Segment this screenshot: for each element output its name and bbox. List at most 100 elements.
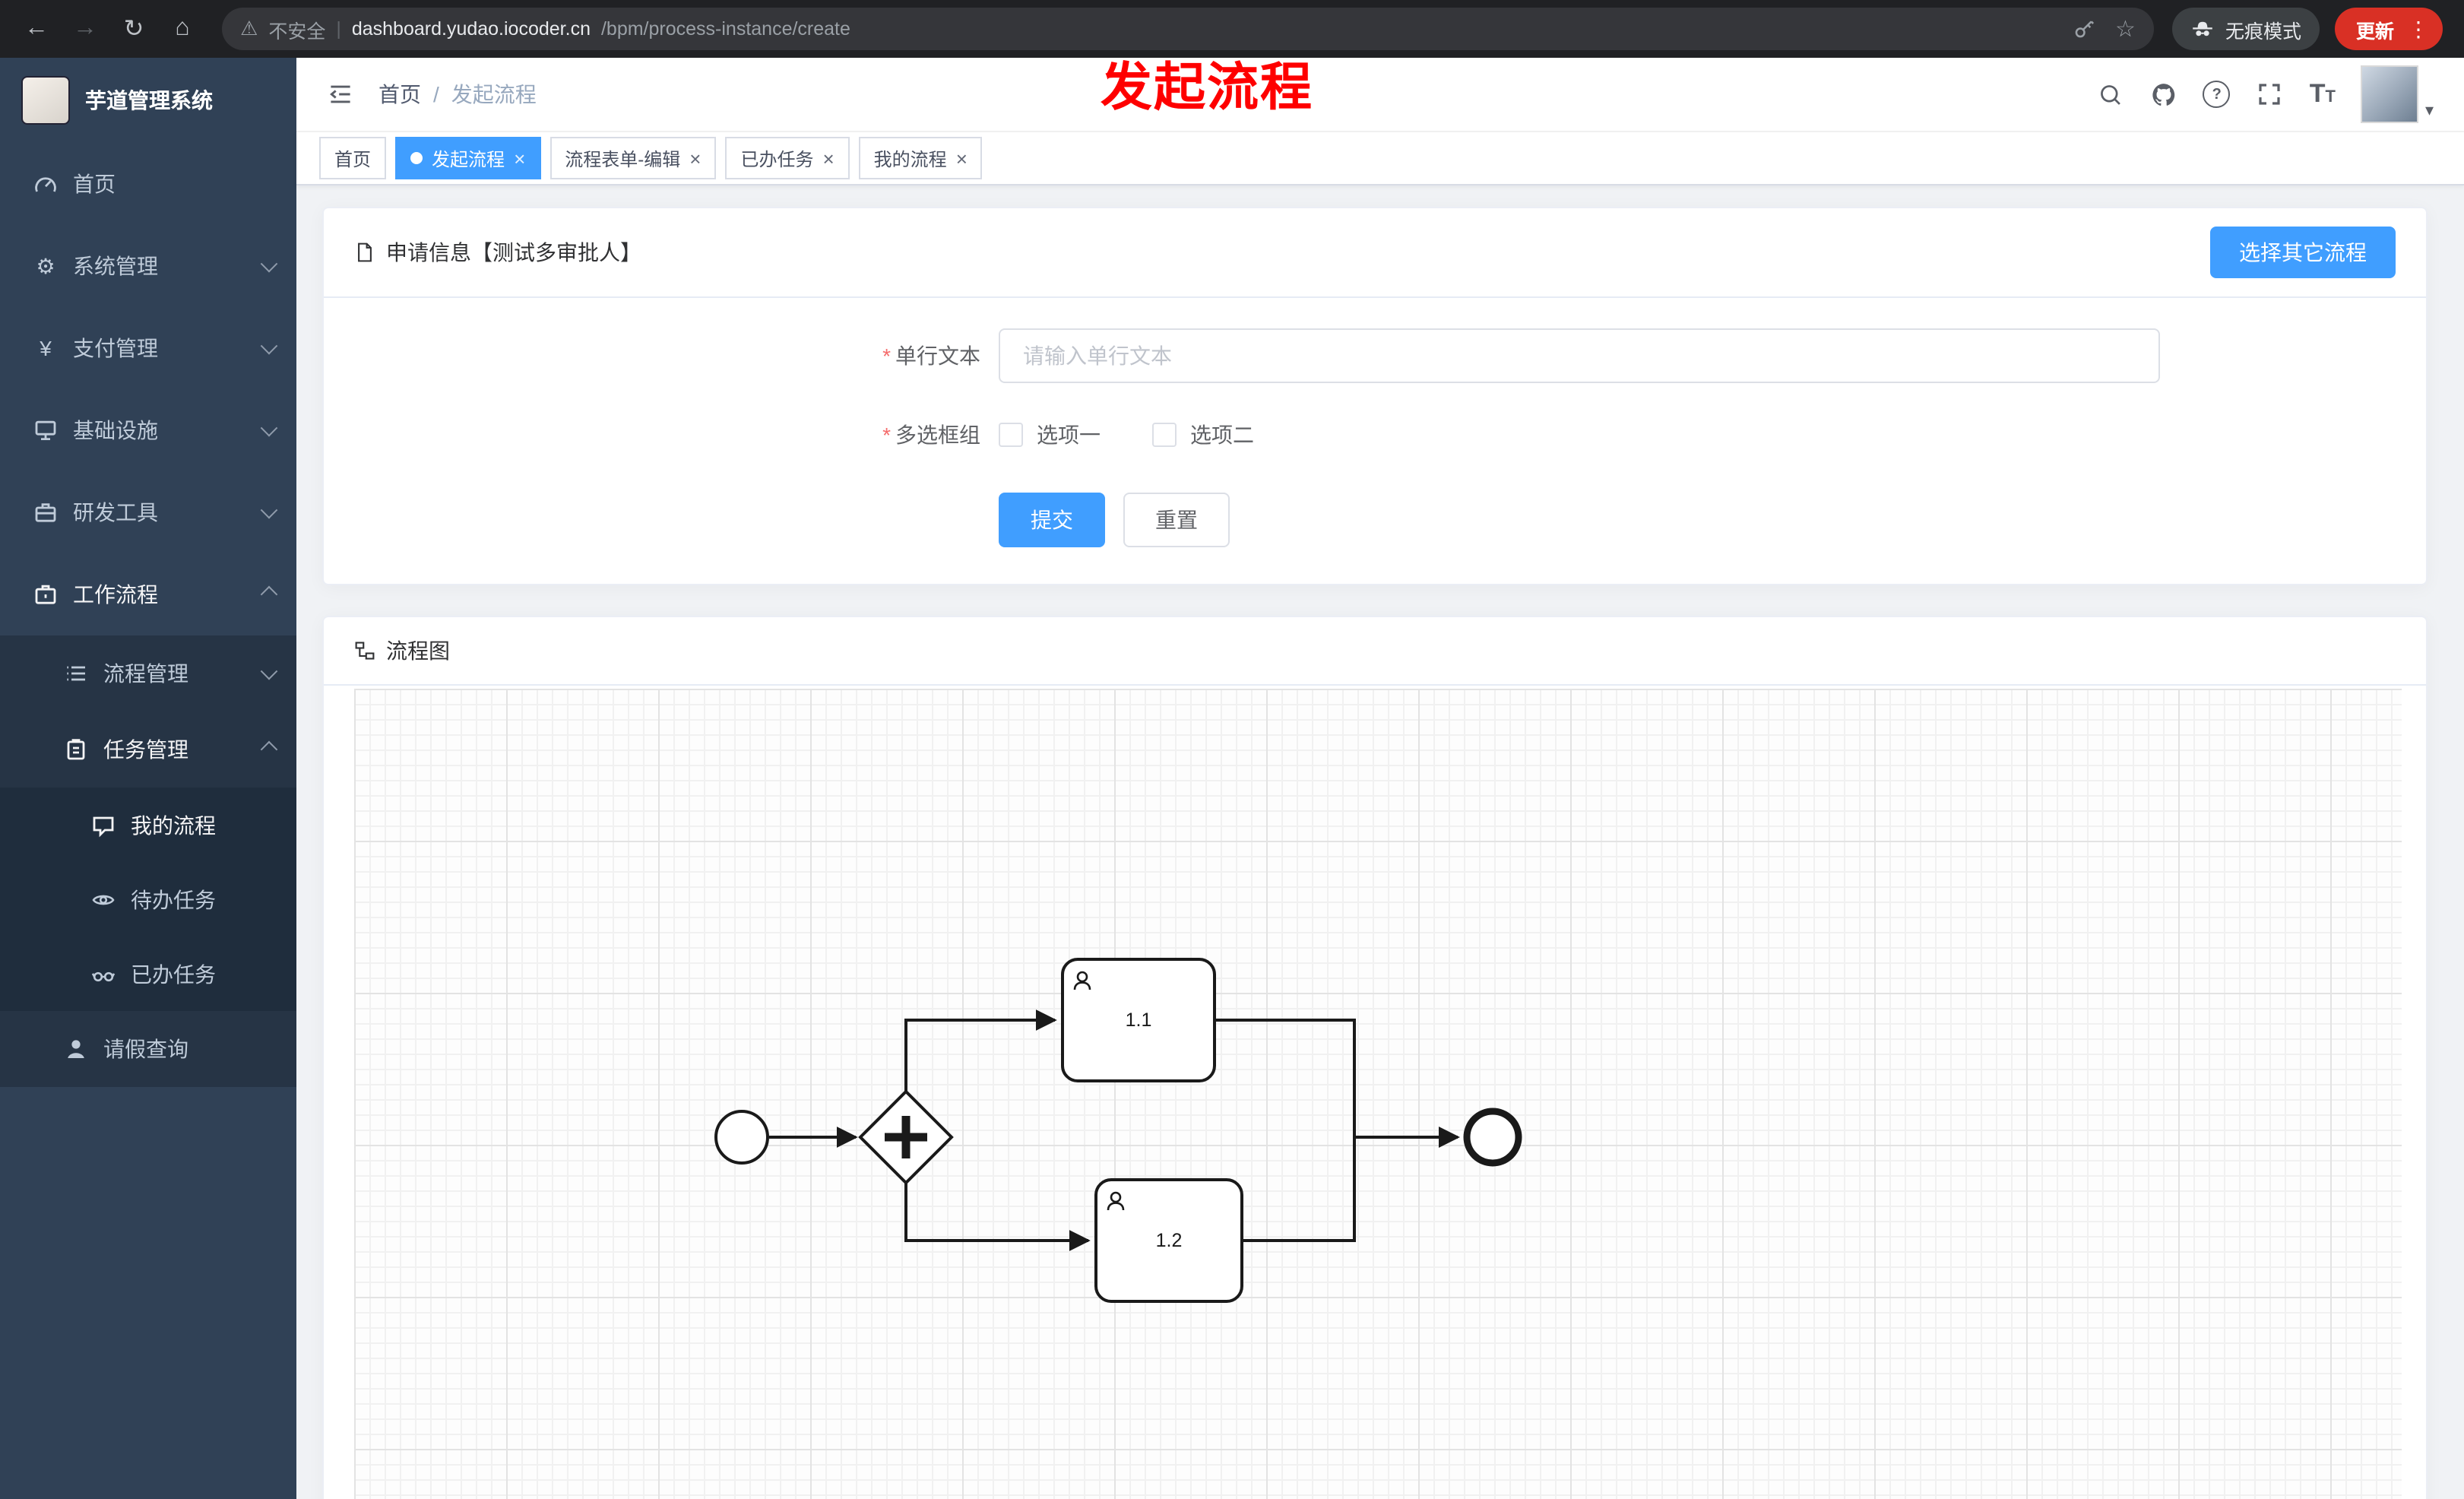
help-icon[interactable]: ? (2203, 81, 2231, 108)
checkbox-option-1[interactable]: 选项一 (999, 420, 1101, 450)
chevron-up-icon (260, 740, 278, 759)
url-path: /bpm/process-instance/create (600, 18, 850, 40)
start-event[interactable] (714, 1110, 769, 1165)
eye-icon (92, 894, 115, 905)
forward-icon[interactable]: → (73, 15, 97, 41)
chevron-down-icon (260, 337, 278, 355)
chevron-down-icon (260, 419, 278, 437)
flow-gateway-to-task2[interactable] (904, 1183, 1091, 1251)
avatar[interactable] (2361, 65, 2419, 123)
tab-home[interactable]: 首页 (319, 137, 387, 179)
flowchart-icon (355, 642, 375, 660)
home-icon[interactable]: ⌂ (175, 15, 190, 41)
dashboard-icon (35, 177, 56, 192)
end-event[interactable] (1463, 1108, 1522, 1167)
flow-task2-to-end[interactable] (1242, 1127, 1460, 1242)
task-label: 1.1 (1126, 1009, 1152, 1031)
chevron-down-icon (260, 255, 278, 273)
gear-icon: ⚙ (36, 253, 55, 277)
sidebar-item-home[interactable]: 首页 (0, 143, 296, 225)
app-title: 芋道管理系统 (85, 88, 213, 113)
back-icon[interactable]: ← (24, 15, 49, 41)
user-task-1-1[interactable]: 1.1 (1061, 958, 1216, 1082)
application-card: 申请信息【测试多审批人】 选择其它流程 *单行文本 *多选框组 (322, 207, 2428, 585)
app-logo[interactable]: 芋道管理系统 (0, 58, 296, 143)
flow-gateway-to-task1[interactable] (904, 1009, 1057, 1092)
github-icon[interactable] (2150, 81, 2177, 108)
incognito-badge: 无痕模式 (2171, 8, 2320, 50)
sidebar-item-devtools[interactable]: 研发工具 (0, 471, 296, 553)
user-task-1-2[interactable]: 1.2 (1094, 1178, 1243, 1303)
close-icon[interactable]: × (689, 147, 702, 170)
workflow-submenu: 流程管理 任务管理 我的流程 待办任务 已办 (0, 635, 296, 1087)
tab-my-process[interactable]: 我的流程 × (858, 137, 983, 179)
close-icon[interactable]: × (955, 147, 968, 170)
sidebar-item-done-tasks[interactable]: 已办任务 (0, 936, 296, 1011)
task-label: 1.2 (1156, 1230, 1183, 1251)
single-line-label: *单行文本 (882, 344, 980, 368)
page-content: 申请信息【测试多审批人】 选择其它流程 *单行文本 *多选框组 (296, 185, 2464, 1499)
address-bar[interactable]: ⚠ 不安全 | dashboard.yudao.iocoder.cn /bpm/… (222, 8, 2154, 50)
not-secure-icon: ⚠ (240, 17, 258, 40)
font-size-icon[interactable]: TT (2309, 79, 2336, 108)
checkbox-icon[interactable] (999, 423, 1023, 447)
browser-menu-icon[interactable]: ⋮ (2408, 16, 2429, 40)
search-icon[interactable] (2097, 81, 2124, 108)
sidebar-item-process-management[interactable]: 流程管理 (0, 635, 296, 711)
browser-actions: 无痕模式 更新 ⋮ (2171, 8, 2449, 50)
incognito-icon (2193, 21, 2212, 36)
required-mark: * (882, 344, 891, 368)
monitor-icon (35, 420, 56, 440)
breadcrumb-separator: / (433, 82, 439, 106)
reset-button[interactable]: 重置 (1123, 493, 1230, 547)
submit-button[interactable]: 提交 (999, 493, 1105, 547)
bpmn-canvas[interactable]: 1.1 1.2 (354, 689, 2402, 1499)
tab-done-tasks[interactable]: 已办任务 × (725, 137, 850, 179)
user-menu[interactable]: ▾ (2361, 65, 2434, 123)
app-header: 首页 / 发起流程 ? TT (296, 58, 2464, 132)
chevron-down-icon: ▾ (2424, 102, 2434, 120)
sidebar-item-todo-tasks[interactable]: 待办任务 (0, 862, 296, 936)
sidebar-item-system[interactable]: ⚙ 系统管理 (0, 225, 296, 307)
sidebar-item-my-process[interactable]: 我的流程 (0, 788, 296, 862)
checkbox-group-label: *多选框组 (882, 423, 980, 447)
parallel-gateway[interactable] (858, 1089, 954, 1185)
card-title: 流程图 (386, 639, 450, 663)
process-diagram-card: 流程图 (322, 616, 2428, 1499)
card-title: 申请信息【测试多审批人】 (386, 240, 641, 265)
close-icon[interactable]: × (514, 147, 526, 170)
checkbox-icon[interactable] (1152, 423, 1177, 447)
tab-form-edit[interactable]: 流程表单-编辑 × (549, 137, 717, 179)
fullscreen-icon[interactable] (2257, 81, 2284, 108)
chevron-down-icon (260, 662, 278, 680)
briefcase-icon (35, 585, 56, 604)
tab-start-process[interactable]: 发起流程 × (395, 137, 541, 179)
sidebar-item-task-management[interactable]: 任务管理 (0, 711, 296, 788)
list-icon (67, 666, 85, 681)
user-task-icon (1107, 1191, 1125, 1211)
bookmark-star-icon[interactable]: ☆ (2115, 17, 2136, 43)
breadcrumb-home[interactable]: 首页 (378, 82, 421, 106)
toolbox-icon (35, 503, 56, 522)
chevron-up-icon (260, 585, 278, 604)
sidebar-item-workflow[interactable]: 工作流程 (0, 553, 296, 635)
sidebar-item-leave-query[interactable]: 请假查询 (0, 1011, 296, 1087)
key-icon[interactable] (2070, 15, 2097, 43)
chevron-down-icon (260, 501, 278, 519)
browser-toolbar: ← → ↻ ⌂ ⚠ 不安全 | dashboard.yudao.iocoder.… (0, 0, 2464, 58)
glasses-icon (91, 971, 116, 981)
choose-other-process-button[interactable]: 选择其它流程 (2210, 227, 2396, 278)
close-icon[interactable]: × (822, 147, 835, 170)
sidebar-item-payment[interactable]: ¥ 支付管理 (0, 307, 296, 389)
checkbox-option-2[interactable]: 选项二 (1152, 420, 1254, 450)
browser-update-button[interactable]: 更新 ⋮ (2334, 8, 2443, 50)
single-line-input[interactable] (999, 328, 2160, 383)
sidebar-item-infrastructure[interactable]: 基础设施 (0, 389, 296, 471)
user-task-icon (1073, 971, 1091, 990)
reload-icon[interactable]: ↻ (123, 17, 144, 43)
flow-task1-to-end[interactable] (1215, 1019, 1460, 1148)
user-icon (68, 1040, 84, 1058)
collapse-sidebar-icon[interactable] (327, 81, 354, 108)
not-secure-label[interactable]: 不安全 (268, 21, 326, 42)
